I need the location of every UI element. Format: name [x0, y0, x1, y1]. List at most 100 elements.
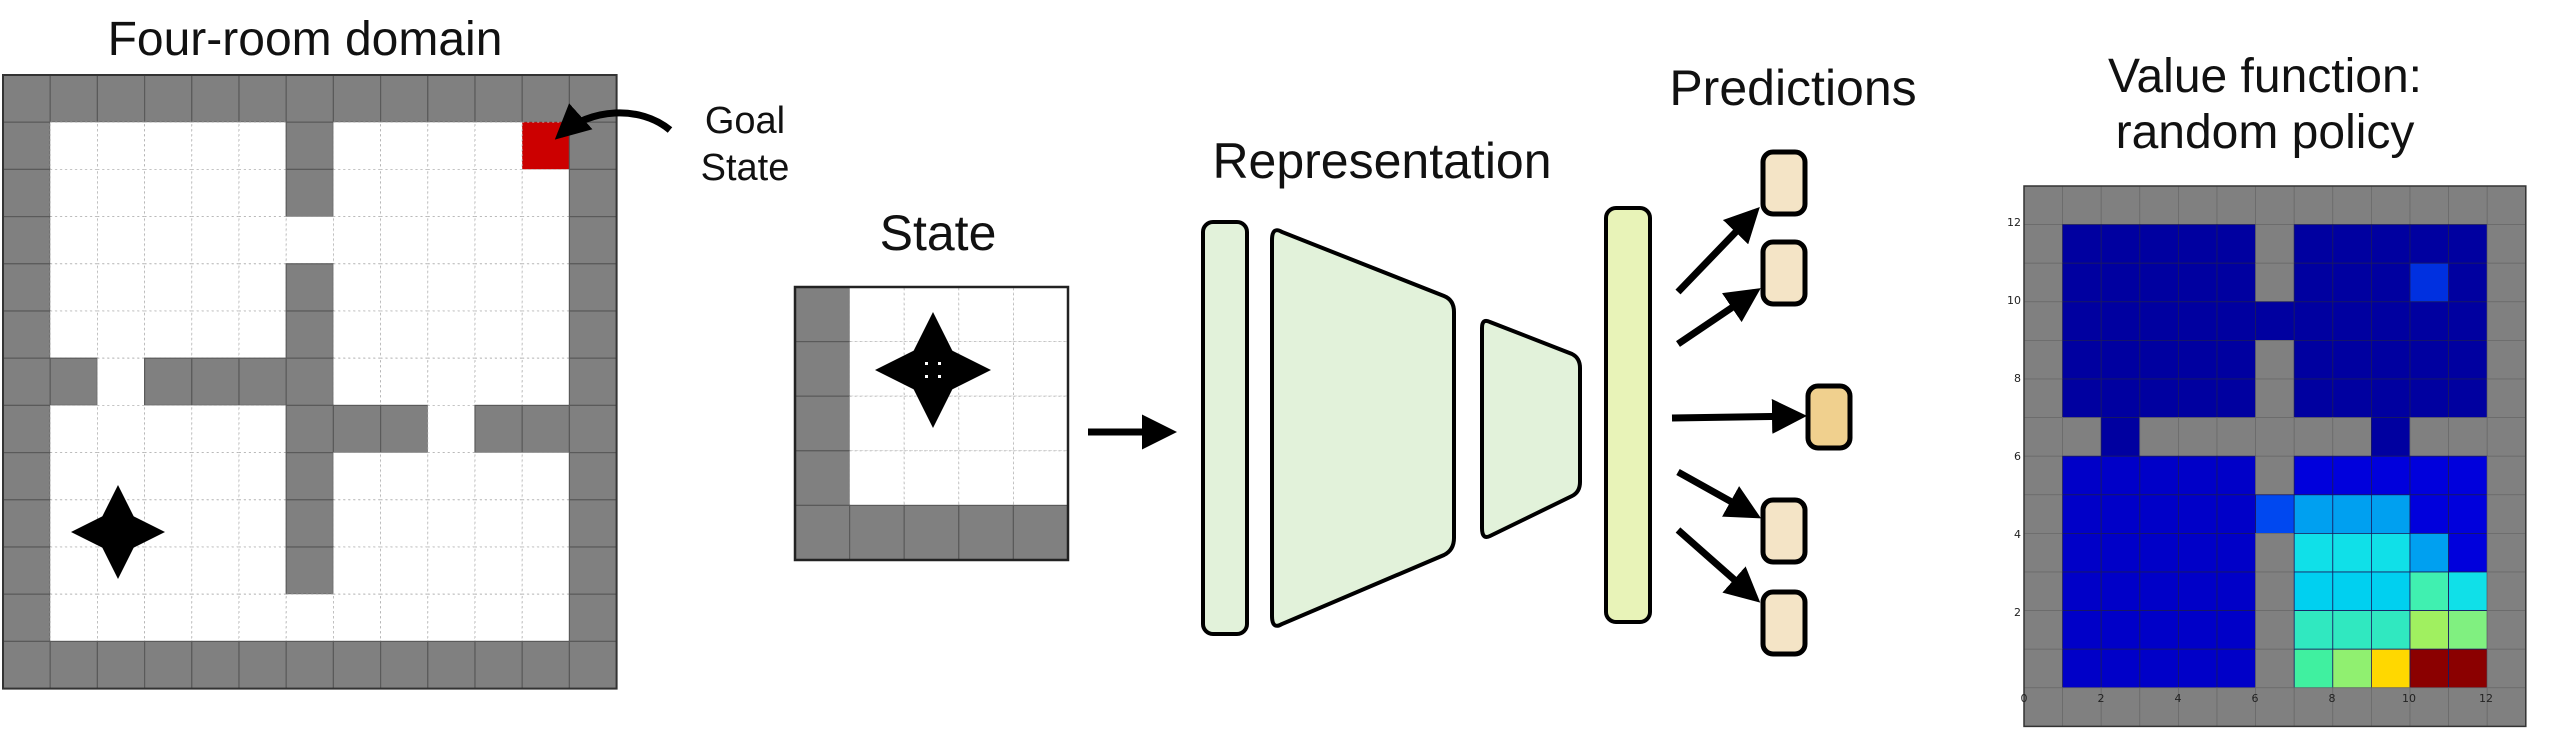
value-wall-cell — [2139, 185, 2179, 225]
value-cell — [2216, 224, 2256, 264]
value-wall-cell — [2409, 687, 2449, 727]
state-floor-cell — [958, 395, 1014, 452]
floor-cell — [49, 546, 98, 595]
value-cell — [2293, 494, 2334, 534]
wall-cell — [2, 357, 51, 407]
floor-cell — [521, 216, 570, 265]
wall-cell — [144, 74, 193, 123]
value-wall-cell — [2293, 687, 2334, 727]
value-wall-cell — [2370, 687, 2411, 727]
value-wall-cell — [2255, 648, 2295, 689]
wall-cell — [332, 74, 382, 123]
value-cell — [2139, 533, 2179, 573]
value-cell — [2139, 571, 2179, 611]
wall-cell — [96, 640, 146, 690]
value-cell — [2100, 571, 2141, 611]
state-wall-cell — [794, 504, 851, 561]
value-cell — [2409, 262, 2449, 303]
value-wall-cell — [2255, 185, 2295, 225]
value-cell — [2139, 610, 2179, 650]
floor-cell — [97, 357, 146, 406]
floor-cell — [427, 546, 476, 595]
x-tick-10: 10 — [2402, 692, 2416, 705]
value-cell — [2332, 533, 2372, 573]
y-tick-6: 6 — [2014, 450, 2021, 463]
floor-cell — [97, 452, 146, 501]
wall-cell — [332, 404, 382, 454]
value-cell — [2100, 455, 2141, 496]
value-cell — [2062, 224, 2102, 264]
value-cell — [2409, 339, 2449, 380]
floor-cell — [427, 357, 476, 406]
value-wall-cell — [2448, 185, 2488, 225]
value-cell — [2370, 378, 2411, 418]
state-title: State — [880, 205, 997, 261]
value-cell — [2062, 571, 2102, 611]
value-cell — [2100, 224, 2141, 264]
value-cell — [2177, 455, 2218, 496]
value-wall-cell — [2177, 417, 2218, 457]
floor-cell — [427, 452, 476, 501]
value-cell — [2370, 533, 2411, 573]
floor-cell — [191, 404, 240, 453]
wall-cell — [49, 640, 99, 690]
value-cell — [2177, 610, 2218, 650]
value-wall-cell — [2062, 687, 2102, 727]
value-wall-cell — [2100, 185, 2141, 225]
value-cell — [2293, 262, 2334, 303]
value-cell — [2370, 648, 2411, 689]
floor-cell — [427, 310, 476, 359]
value-cell — [2370, 301, 2411, 341]
value-wall-cell — [2216, 687, 2256, 727]
value-cell — [2100, 378, 2141, 418]
value-cell — [2370, 262, 2411, 303]
value-wall-cell — [2216, 185, 2256, 225]
floor-cell — [521, 452, 570, 501]
wall-cell — [521, 404, 571, 454]
value-cell — [2100, 610, 2141, 650]
wall-cell — [191, 74, 240, 123]
value-cell — [2177, 648, 2218, 689]
prediction-arrow-4 — [1676, 468, 1762, 519]
floor-cell — [191, 452, 240, 501]
floor-cell — [474, 452, 523, 501]
wall-cell — [285, 168, 335, 218]
y-tick-2: 2 — [2014, 606, 2021, 619]
four-room-title: Four-room domain — [108, 13, 503, 66]
state-wall-cell — [848, 504, 905, 561]
value-cell — [2332, 610, 2372, 650]
wall-cell — [568, 640, 618, 690]
floor-cell — [332, 452, 381, 501]
value-wall-cell — [2023, 262, 2063, 303]
wall-cell — [285, 263, 335, 312]
value-cell — [2293, 571, 2334, 611]
value-cell — [2062, 648, 2102, 689]
value-cell — [2177, 301, 2218, 341]
floor-cell — [191, 499, 240, 548]
value-wall-cell — [2332, 417, 2372, 457]
state-wall-cell — [794, 395, 851, 452]
encoder-trapezoid-small — [1480, 318, 1582, 539]
value-wall-cell — [2139, 417, 2179, 457]
x-tick-12: 12 — [2479, 692, 2493, 705]
floor-cell — [380, 168, 429, 217]
floor-cell — [49, 499, 98, 548]
value-wall-cell — [2177, 185, 2218, 225]
floor-cell — [474, 499, 523, 548]
wall-cell — [521, 74, 571, 123]
value-wall-cell — [2255, 571, 2295, 611]
wall-cell — [2, 404, 51, 454]
value-wall-cell — [2023, 571, 2063, 611]
value-cell — [2100, 301, 2141, 341]
x-tick-4: 4 — [2175, 692, 2182, 705]
value-cell — [2139, 262, 2179, 303]
prediction-arrow-3 — [1671, 398, 1807, 434]
value-cell — [2448, 301, 2488, 341]
value-cell — [2293, 455, 2334, 496]
floor-cell — [49, 121, 98, 170]
value-cell — [2062, 533, 2102, 573]
goal-label-line2: State — [701, 147, 790, 189]
value-cell — [2409, 494, 2449, 534]
value-wall-cell — [2409, 185, 2449, 225]
